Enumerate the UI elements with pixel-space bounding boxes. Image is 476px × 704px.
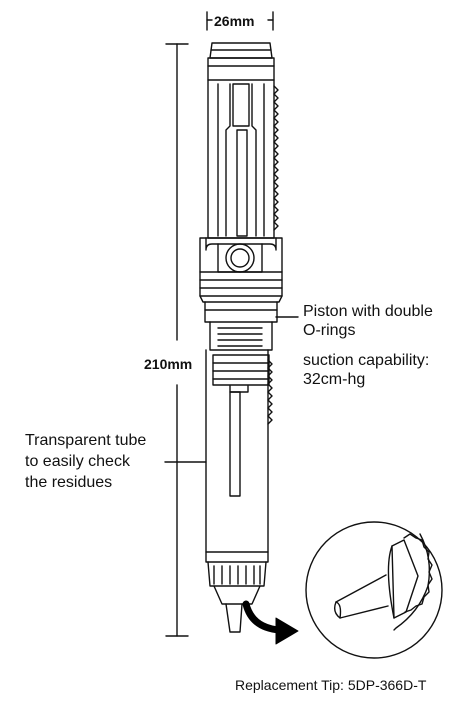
suction-label-line2: 32cm-hg	[303, 371, 366, 388]
piston-label-line2: O-rings	[303, 322, 356, 339]
piston-label-line1: Piston with double	[303, 303, 433, 320]
tube-label-line2: to easily check	[25, 453, 130, 470]
length-dimension-label: 210mm	[144, 356, 193, 372]
desoldering-pump-icon	[199, 42, 283, 633]
width-dimension	[206, 11, 274, 31]
tube-label-line1: Transparent tube	[25, 432, 147, 449]
length-dimension	[165, 43, 189, 637]
width-dimension-label: 26mm	[214, 13, 255, 29]
suction-label-line1: suction capability:	[303, 352, 430, 369]
curved-arrow-icon	[242, 600, 299, 645]
replacement-tip-label: Replacement Tip: 5DP-366D-T	[235, 677, 427, 693]
tube-label-line3: the residues	[25, 474, 113, 491]
replacement-tip-icon	[305, 521, 443, 659]
